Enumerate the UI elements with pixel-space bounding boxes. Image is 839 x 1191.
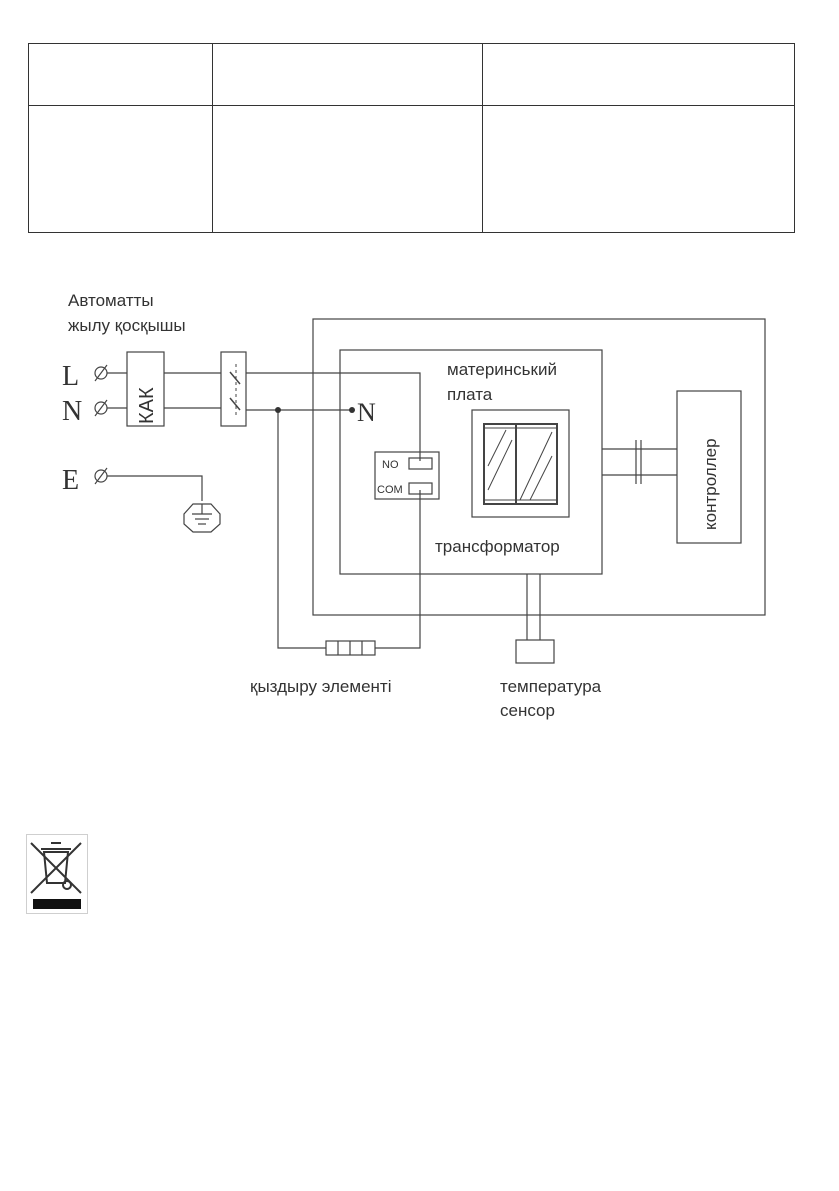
outer-housing: [312, 318, 766, 616]
sensor-label-line2: сенсор: [500, 701, 555, 720]
relay-com-contact: [408, 482, 433, 495]
wiring-diagram: Автоматты жылу қосқышы L N E КАК N NO CO…: [62, 291, 766, 720]
controller-box: [676, 390, 742, 544]
terminal-l-label: L: [62, 361, 79, 392]
terminal-screw-icon: [94, 364, 108, 382]
relay-no-contact: [408, 457, 433, 470]
kak-label: КАК: [136, 387, 158, 424]
transformer-label: трансформатор: [435, 537, 560, 556]
table-row: [28, 105, 795, 233]
controller-label: контроллер: [701, 438, 720, 530]
table-cell: [482, 43, 795, 106]
breaker-label-line1: Автоматты: [68, 291, 154, 310]
transformer-core: [483, 423, 558, 505]
junction-dot: [275, 407, 281, 413]
relay-box: [374, 451, 440, 500]
sensor-label-line1: температура: [500, 677, 602, 696]
mainboard-box: [339, 349, 603, 575]
breaker-switch: [220, 351, 247, 427]
terminal-e-label: E: [62, 465, 79, 496]
crossed-out-wheelie-bin-icon: [26, 834, 88, 914]
kak-box: [126, 351, 165, 427]
spec-table: [28, 43, 795, 233]
table-cell: [482, 105, 795, 233]
temperature-sensor: [515, 639, 555, 664]
terminal-screw-icon: [94, 467, 108, 485]
relay-no-label: NO: [382, 459, 399, 471]
ground-symbol-icon: [183, 503, 221, 533]
terminal-n-label: N: [62, 396, 82, 427]
transformer-outer: [471, 409, 570, 518]
heater-label: қыздыру элементі: [250, 677, 391, 696]
relay-com-label: COM: [377, 484, 403, 496]
mainboard-label-line1: материнський: [447, 360, 557, 379]
table-cell: [212, 105, 483, 233]
mainboard-label-line2: плата: [447, 385, 493, 404]
junction-dot: [349, 407, 355, 413]
breaker-label-line2: жылу қосқышы: [68, 316, 186, 335]
terminal-screw-icon: [94, 399, 108, 417]
table-cell: [28, 43, 213, 106]
neutral-label: N: [357, 398, 376, 427]
